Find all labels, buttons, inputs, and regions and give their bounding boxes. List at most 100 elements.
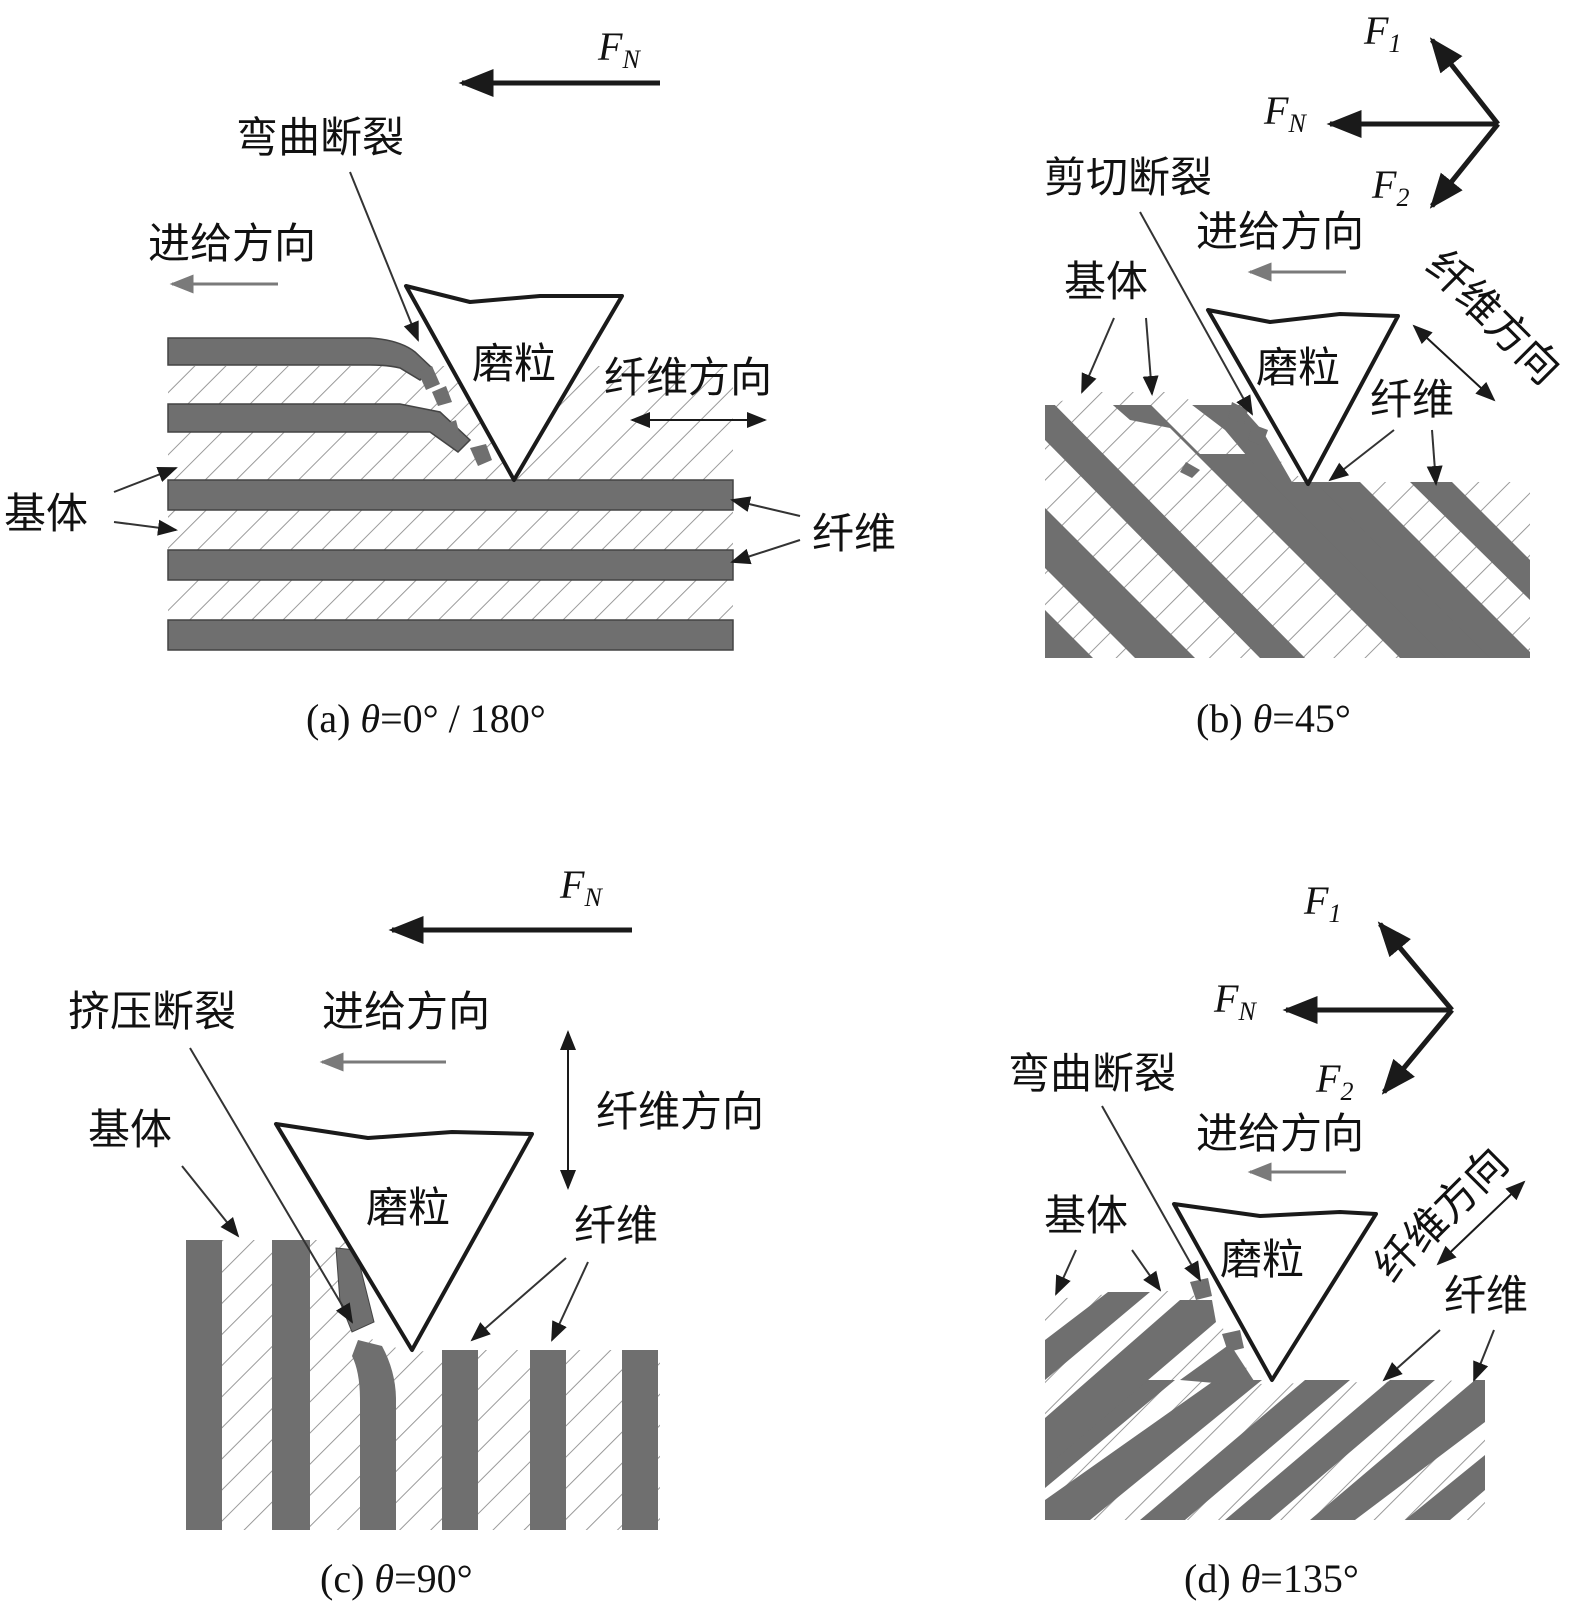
- fiber-bent: [167, 337, 434, 381]
- fracture-fragment: [1180, 462, 1200, 478]
- fiber: [1315, 482, 1530, 658]
- fiber: [1045, 508, 1195, 658]
- fiber: [1310, 1380, 1485, 1520]
- matrix-label: 基体: [1064, 257, 1148, 306]
- fiber-leader: [1328, 429, 1395, 482]
- grain-label: 磨粒: [472, 339, 556, 388]
- fracture-label: 弯曲断裂: [1008, 1049, 1176, 1098]
- fiber: [1045, 1292, 1150, 1380]
- force-label-f2: F2: [1371, 162, 1409, 212]
- force-arrow-f2: [1381, 1008, 1454, 1095]
- force-arrow-f1: [1429, 37, 1500, 126]
- fiber-leader: [470, 1257, 567, 1342]
- fiber-leader: [1473, 1329, 1495, 1382]
- fiber: [1098, 405, 1460, 658]
- fracture-label: 剪切断裂: [1044, 153, 1212, 202]
- matrix-leader: [113, 467, 178, 493]
- fiber-leader: [730, 539, 801, 565]
- fiber: [186, 1240, 222, 1530]
- fiber-crushed: [352, 1340, 396, 1530]
- feed-label: 进给方向: [1196, 1109, 1364, 1158]
- abrasive-grain: [1206, 308, 1400, 486]
- fracture-fragment: [440, 420, 460, 440]
- fracture-label: 弯曲断裂: [236, 113, 404, 162]
- force-label-fn: FN: [559, 862, 603, 912]
- grain-label: 磨粒: [366, 1183, 450, 1232]
- fracture-fragment: [1222, 1330, 1244, 1352]
- matrix-leader: [1055, 1249, 1077, 1296]
- force-label-f2: F2: [1315, 1056, 1353, 1106]
- fiber-label: 纤维: [812, 509, 896, 558]
- fiber: [167, 619, 734, 651]
- grain-label: 磨粒: [1220, 1235, 1304, 1284]
- force-arrow-f1: [1377, 921, 1454, 1012]
- grain-label: 磨粒: [1256, 343, 1340, 392]
- matrix-leader: [1131, 1249, 1162, 1292]
- fiber-label: 纤维: [1370, 375, 1454, 424]
- panel-d: 磨粒 F1 FN F2 弯曲断裂 进给方向 基体 纤维方向 纤维 (d) θ=1…: [1008, 878, 1528, 1601]
- fiber-leader: [730, 496, 801, 517]
- fiber-label: 纤维: [574, 1201, 658, 1250]
- force-label-f1: F1: [1303, 878, 1341, 928]
- fiber-label: 纤维: [1444, 1271, 1528, 1320]
- matrix-label: 基体: [1044, 1191, 1128, 1240]
- fracture-fragment: [418, 366, 440, 390]
- fiber: [1175, 405, 1506, 658]
- abrasive-grain: [274, 1122, 534, 1352]
- fracture-leader: [349, 171, 419, 342]
- matrix-label: 基体: [4, 489, 88, 538]
- caption-b: (b) θ=45°: [1196, 696, 1351, 741]
- fracture-leader: [1101, 1105, 1201, 1282]
- fiber: [1180, 1344, 1256, 1384]
- force-label-fn: FN: [597, 24, 641, 74]
- fiber-leader: [1426, 429, 1443, 486]
- force-arrow-f2: [1429, 122, 1500, 209]
- fiber: [1225, 1380, 1435, 1520]
- fiber: [1045, 1300, 1216, 1468]
- fracture-leader: [1139, 211, 1253, 416]
- fiber: [1410, 482, 1530, 600]
- abrasive-grain: [404, 284, 624, 482]
- fiber-direction-label: 纤维方向: [1417, 240, 1570, 393]
- feed-label: 进给方向: [148, 219, 316, 268]
- caption-c: (c) θ=90°: [320, 1556, 473, 1601]
- fiber-direction-arrow: [1436, 1180, 1526, 1266]
- force-label-fn: FN: [1263, 88, 1307, 138]
- fracture-fragment: [432, 386, 452, 406]
- fiber: [1045, 610, 1093, 658]
- force-label-fn: FN: [1213, 976, 1257, 1026]
- caption-a: (a) θ=0° / 180°: [306, 696, 546, 741]
- fracture-leader: [189, 1047, 354, 1324]
- fiber: [1405, 1455, 1485, 1520]
- fracture-fragment: [1190, 1278, 1212, 1300]
- matrix-leader: [181, 1165, 240, 1238]
- fiber: [1045, 1380, 1262, 1520]
- panel-c: 磨粒 FN 挤压断裂 进给方向 纤维方向 基体 纤维 (c) θ=90°: [68, 862, 764, 1601]
- matrix-leader: [1142, 317, 1159, 396]
- fiber: [1045, 1380, 1175, 1488]
- fracture-fragment: [470, 444, 492, 466]
- fiber-bent: [167, 403, 472, 453]
- fiber: [442, 1350, 478, 1530]
- fiber-direction-arrow: [1412, 324, 1496, 402]
- feed-label: 进给方向: [1196, 207, 1364, 256]
- force-label-f1: F1: [1363, 8, 1401, 58]
- fiber-leader: [551, 1261, 589, 1342]
- fiber: [272, 1240, 310, 1530]
- fiber-leader: [1382, 1329, 1441, 1382]
- matrix-leader: [113, 519, 178, 536]
- fiber: [167, 549, 734, 581]
- caption-d: (d) θ=135°: [1184, 1556, 1359, 1601]
- matrix-label: 基体: [88, 1105, 172, 1154]
- fiber: [167, 479, 734, 511]
- fiber-direction-label: 纤维方向: [604, 353, 772, 402]
- matrix-leader: [1081, 317, 1115, 394]
- fiber: [1140, 1380, 1350, 1520]
- fracture-fragment: [1248, 424, 1268, 446]
- fiber: [1045, 405, 1305, 658]
- fiber: [530, 1350, 566, 1530]
- fiber-direction-label: 纤维方向: [596, 1087, 764, 1136]
- panel-a: 磨粒 FN 弯曲断裂 进给方向 纤维方向 基体 纤维 (a) θ=0° / 18…: [4, 24, 896, 741]
- fiber: [622, 1350, 658, 1530]
